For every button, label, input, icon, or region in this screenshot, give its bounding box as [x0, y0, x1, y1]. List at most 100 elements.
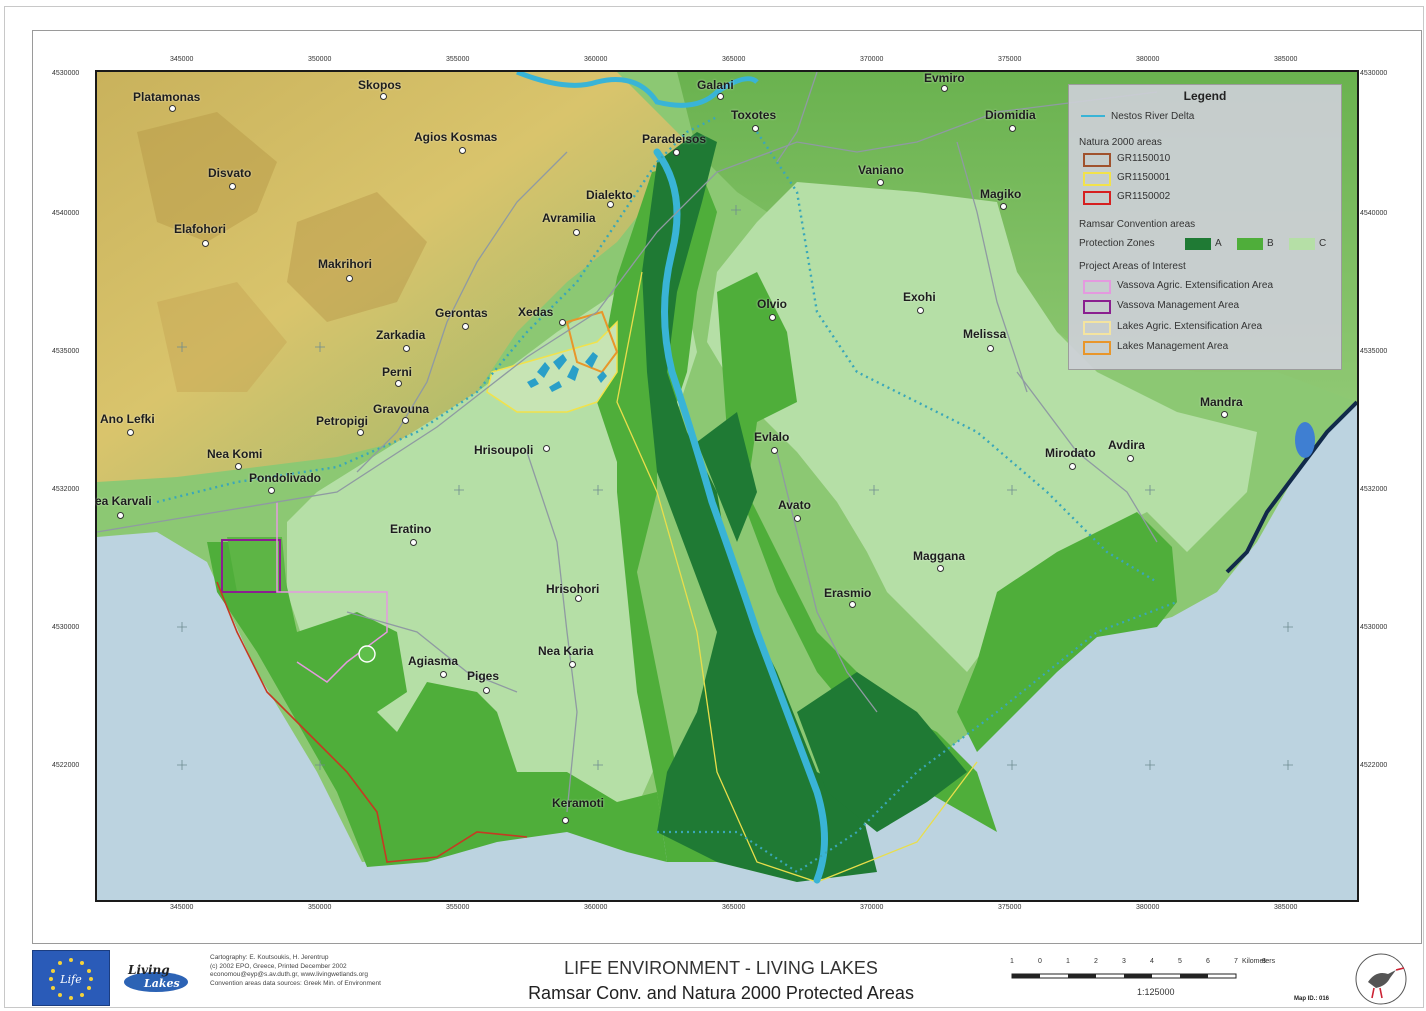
settlement-dot-icon [562, 817, 569, 824]
airport-icon [358, 645, 376, 663]
credit-line: economou@eyp@s.av.duth.gr, www.livingwet… [210, 971, 368, 979]
settlement-dot-icon [794, 515, 801, 522]
tick-label: 365000 [722, 56, 746, 63]
settlement-dot-icon [752, 125, 759, 132]
tick-label: 4535000 [1360, 348, 1388, 355]
tick-label: 4535000 [52, 348, 80, 355]
place-label: Makrihori [318, 257, 373, 271]
tick-label: 360000 [584, 904, 608, 911]
tick-label: 345000 [170, 56, 194, 63]
hill-shade [287, 192, 427, 322]
settlement-dot-icon [569, 661, 576, 668]
place-label: Avato [778, 498, 811, 512]
settlement-dot-icon [169, 105, 176, 112]
place-label: Diomidia [985, 108, 1036, 122]
settlement-dot-icon [607, 201, 614, 208]
legend-natura-code-2: GR1150001 [1117, 172, 1171, 183]
tick-label: 375000 [998, 904, 1022, 911]
place-label: Evlalo [754, 430, 790, 444]
tick-label: 370000 [860, 56, 884, 63]
settlement-dot-icon [268, 487, 275, 494]
settlement-dot-icon [483, 687, 490, 694]
credits: Cartography: E. Koutsoukis, H. Jerentrup… [210, 954, 381, 988]
place-label: Ano Lefki [100, 412, 155, 426]
tick-label: 355000 [446, 904, 470, 911]
settlement-dot-icon [917, 307, 924, 314]
tick-label: 350000 [308, 56, 332, 63]
tick-label: 385000 [1274, 904, 1298, 911]
place-label: Evmiro [924, 71, 965, 85]
nestos-river [653, 148, 828, 884]
scale-number: 0 [1038, 958, 1042, 965]
place-label: ea Karvali [95, 494, 152, 508]
legend-project-label-2: Vassova Management Area [1117, 300, 1240, 311]
tick-label: 4530000 [52, 70, 80, 77]
place-label: Piges [467, 669, 500, 683]
settlement-dot-icon [380, 93, 387, 100]
legend-natura-code-3: GR1150002 [1117, 191, 1171, 202]
place-label: Disvato [208, 166, 252, 180]
scale-number: 4 [1150, 958, 1154, 965]
legend-title: Legend [1183, 89, 1227, 103]
zone-a-delta [797, 672, 967, 832]
place-label: Avramilia [542, 211, 596, 225]
place-label: Melissa [963, 327, 1007, 341]
legend-project-swatch-1 [1083, 280, 1111, 294]
zone-b-east [957, 512, 1177, 752]
place-label: Mandra [1200, 395, 1243, 409]
tick-label: 4540000 [1360, 210, 1388, 217]
settlement-dot-icon [877, 179, 884, 186]
place-label: Paradeisos [642, 132, 707, 146]
tick-label: 380000 [1136, 56, 1160, 63]
scale-number: 6 [1206, 958, 1210, 965]
tick-label: 4532000 [1360, 486, 1388, 493]
scale-number: 5 [1178, 958, 1182, 965]
scale-number: 1 [1010, 958, 1014, 965]
zone-c-east [707, 182, 1257, 672]
legend-zone-c-swatch [1289, 238, 1315, 250]
legend-zones-label: Protection Zones [1079, 238, 1155, 249]
svg-text:Living: Living [127, 963, 170, 977]
place-label: Hrisoupoli [474, 443, 534, 457]
zone-b-west-coast [227, 537, 287, 592]
legend-zone-b-label: B [1267, 238, 1274, 249]
roads [97, 72, 1158, 813]
place-label: Agios Kosmas [414, 130, 498, 144]
living-lakes-logo: Living Lakes [122, 960, 192, 994]
scale-ratio: 1:125000 [1137, 987, 1175, 997]
place-label: Pondolivado [249, 471, 321, 485]
nestos-river-upper [516, 72, 759, 108]
legend-zone-a-swatch [1185, 238, 1211, 250]
place-label: Galani [697, 78, 734, 92]
tick-label: 4530000 [1360, 624, 1388, 631]
scale-bar-graphic [1011, 973, 1237, 979]
map-id: Map ID.: 016 [1294, 996, 1330, 1002]
natura-gr1150002-boundary [216, 581, 528, 863]
legend-river-label: Nestos River Delta [1111, 111, 1195, 122]
place-label: Gerontas [435, 306, 488, 320]
settlement-dot-icon [395, 380, 402, 387]
tick-label: 4522000 [1360, 762, 1388, 769]
bird-icon [1355, 953, 1407, 1005]
lakes-agric-area [486, 320, 618, 413]
vassova-management-area [221, 539, 281, 593]
tick-label: 4530000 [52, 624, 80, 631]
place-label: Xedas [518, 305, 554, 319]
settlement-dot-icon [1127, 455, 1134, 462]
vassova-agric-area [276, 502, 388, 683]
settlement-dot-icon [1009, 125, 1016, 132]
settlement-dot-icon [1069, 463, 1076, 470]
tick-label: 365000 [722, 904, 746, 911]
hill-shade [157, 282, 287, 392]
settlement-dot-icon [771, 447, 778, 454]
tick-label: 345000 [170, 904, 194, 911]
settlement-dot-icon [573, 229, 580, 236]
settlement-dot-icon [987, 345, 994, 352]
settlement-dot-icon [127, 429, 134, 436]
scale-number: 8 [1262, 958, 1266, 965]
settlement-dot-icon [559, 319, 566, 326]
place-label: Agiasma [408, 654, 459, 668]
legend-natura-swatch-1 [1083, 153, 1111, 167]
legend-natura-swatch-3 [1083, 191, 1111, 205]
tick-label: 360000 [584, 56, 608, 63]
